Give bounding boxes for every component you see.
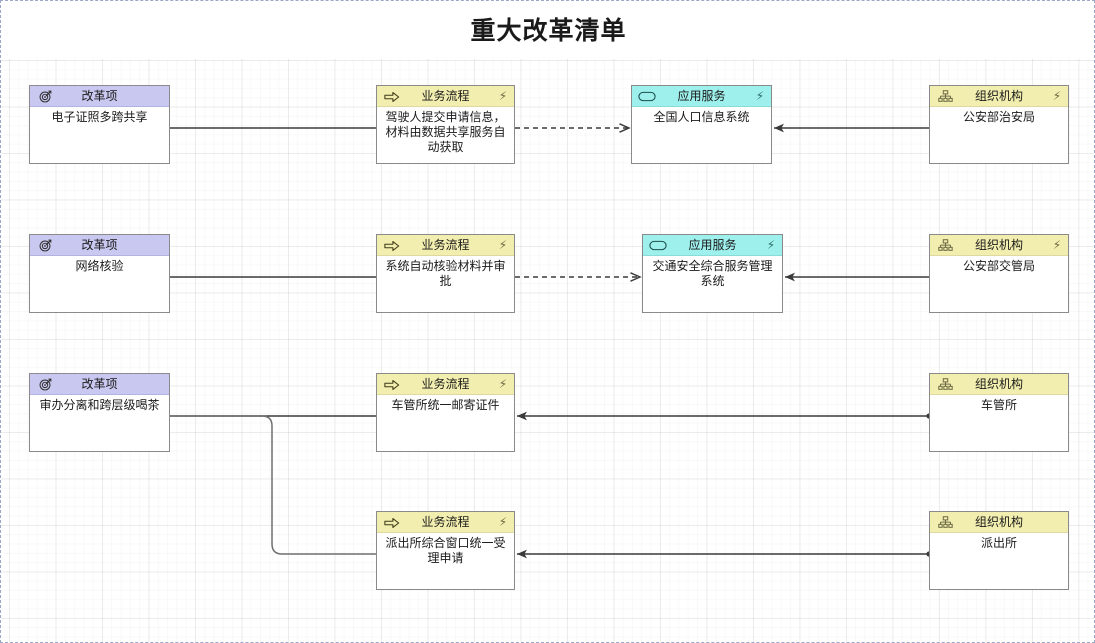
node-name: 交通安全综合服务管理系统 xyxy=(652,259,773,288)
node-header: 组织机构 xyxy=(930,512,1068,533)
arrow-right-icon xyxy=(383,86,401,107)
org-chart-icon xyxy=(936,512,954,533)
node-type-label: 改革项 xyxy=(81,238,118,252)
node-type-label: 业务流程 xyxy=(421,515,470,529)
target-icon xyxy=(36,235,54,256)
node-name: 系统自动核验材料并审批 xyxy=(385,259,506,288)
node-reform-item[interactable]: 改革项 网络核验 xyxy=(29,234,170,313)
node-name: 驾驶人提交申请信息，材料由数据共享服务自动获取 xyxy=(385,110,506,154)
lightning-bolt-icon xyxy=(1051,374,1063,395)
node-header: 业务流程 ⚡ xyxy=(377,512,514,533)
target-icon xyxy=(36,374,54,395)
org-chart-icon xyxy=(936,374,954,395)
node-header: 业务流程 ⚡ xyxy=(377,235,514,256)
node-header: 改革项 xyxy=(30,86,169,107)
lightning-bolt-icon: ⚡ xyxy=(1052,89,1062,103)
node-header: 业务流程 ⚡ xyxy=(377,86,514,107)
node-organization[interactable]: 组织机构 车管所 xyxy=(929,373,1069,452)
lightning-bolt-icon: ⚡ xyxy=(498,89,508,103)
node-type-label: 组织机构 xyxy=(974,515,1023,529)
arrow-right-icon xyxy=(383,374,401,395)
node-header: 应用服务 ⚡ xyxy=(632,86,771,107)
lightning-bolt-icon: ⚡ xyxy=(498,377,508,391)
node-business-process[interactable]: 业务流程 ⚡ 系统自动核验材料并审批 xyxy=(376,234,515,313)
node-name: 公安部治安局 xyxy=(962,110,1035,124)
rounded-rectangle-icon xyxy=(649,235,667,256)
node-business-process[interactable]: 业务流程 ⚡ 驾驶人提交申请信息，材料由数据共享服务自动获取 xyxy=(376,85,515,164)
node-business-process[interactable]: 业务流程 ⚡ 车管所统一邮寄证件 xyxy=(376,373,515,452)
lightning-bolt-icon: ⚡ xyxy=(766,238,776,252)
node-name: 电子证照多跨共享 xyxy=(51,110,148,124)
node-type-label: 应用服务 xyxy=(688,238,737,252)
node-organization[interactable]: 组织机构 派出所 xyxy=(929,511,1069,590)
node-type-label: 改革项 xyxy=(81,89,118,103)
node-application-service[interactable]: 应用服务 ⚡ 全国人口信息系统 xyxy=(631,85,772,164)
node-header: 改革项 xyxy=(30,235,169,256)
node-header: 组织机构 xyxy=(930,374,1068,395)
lightning-bolt-icon xyxy=(1051,512,1063,533)
node-header: 组织机构 ⚡ xyxy=(930,86,1068,107)
node-type-label: 业务流程 xyxy=(421,377,470,391)
connector-reform-to-process-4 xyxy=(170,415,376,555)
org-chart-icon xyxy=(936,86,954,107)
node-header: 应用服务 ⚡ xyxy=(643,235,782,256)
node-name: 车管所 xyxy=(980,398,1017,412)
lightning-bolt-icon xyxy=(152,235,164,256)
node-header: 业务流程 ⚡ xyxy=(377,374,514,395)
org-chart-icon xyxy=(936,235,954,256)
target-icon xyxy=(36,86,54,107)
node-name: 派出所综合窗口统一受理申请 xyxy=(385,536,506,565)
node-type-label: 业务流程 xyxy=(421,238,470,252)
node-business-process[interactable]: 业务流程 ⚡ 派出所综合窗口统一受理申请 xyxy=(376,511,515,590)
node-organization[interactable]: 组织机构 ⚡ 公安部交管局 xyxy=(929,234,1069,313)
arrow-right-icon xyxy=(383,512,401,533)
lightning-bolt-icon: ⚡ xyxy=(498,515,508,529)
arrow-right-icon xyxy=(383,235,401,256)
node-name: 派出所 xyxy=(980,536,1017,550)
node-reform-item[interactable]: 改革项 审办分离和跨层级喝茶 xyxy=(29,373,170,452)
lightning-bolt-icon: ⚡ xyxy=(498,238,508,252)
node-name: 公安部交管局 xyxy=(962,259,1035,273)
lightning-bolt-icon: ⚡ xyxy=(755,89,765,103)
node-type-label: 组织机构 xyxy=(974,89,1023,103)
rounded-rectangle-icon xyxy=(638,86,656,107)
node-organization[interactable]: 组织机构 ⚡ 公安部治安局 xyxy=(929,85,1069,164)
node-type-label: 应用服务 xyxy=(677,89,726,103)
node-name: 网络核验 xyxy=(75,259,124,273)
page-title: 重大改革清单 xyxy=(470,17,627,45)
node-type-label: 组织机构 xyxy=(974,377,1023,391)
node-header: 改革项 xyxy=(30,374,169,395)
lightning-bolt-icon xyxy=(152,374,164,395)
node-name: 全国人口信息系统 xyxy=(653,110,750,124)
node-type-label: 组织机构 xyxy=(974,238,1023,252)
node-type-label: 改革项 xyxy=(81,377,118,391)
node-header: 组织机构 ⚡ xyxy=(930,235,1068,256)
node-application-service[interactable]: 应用服务 ⚡ 交通安全综合服务管理系统 xyxy=(642,234,783,313)
node-reform-item[interactable]: 改革项 电子证照多跨共享 xyxy=(29,85,170,164)
node-type-label: 业务流程 xyxy=(421,89,470,103)
node-name: 车管所统一邮寄证件 xyxy=(391,398,500,412)
lightning-bolt-icon: ⚡ xyxy=(1052,238,1062,252)
node-name: 审办分离和跨层级喝茶 xyxy=(39,398,160,412)
lightning-bolt-icon xyxy=(152,86,164,107)
